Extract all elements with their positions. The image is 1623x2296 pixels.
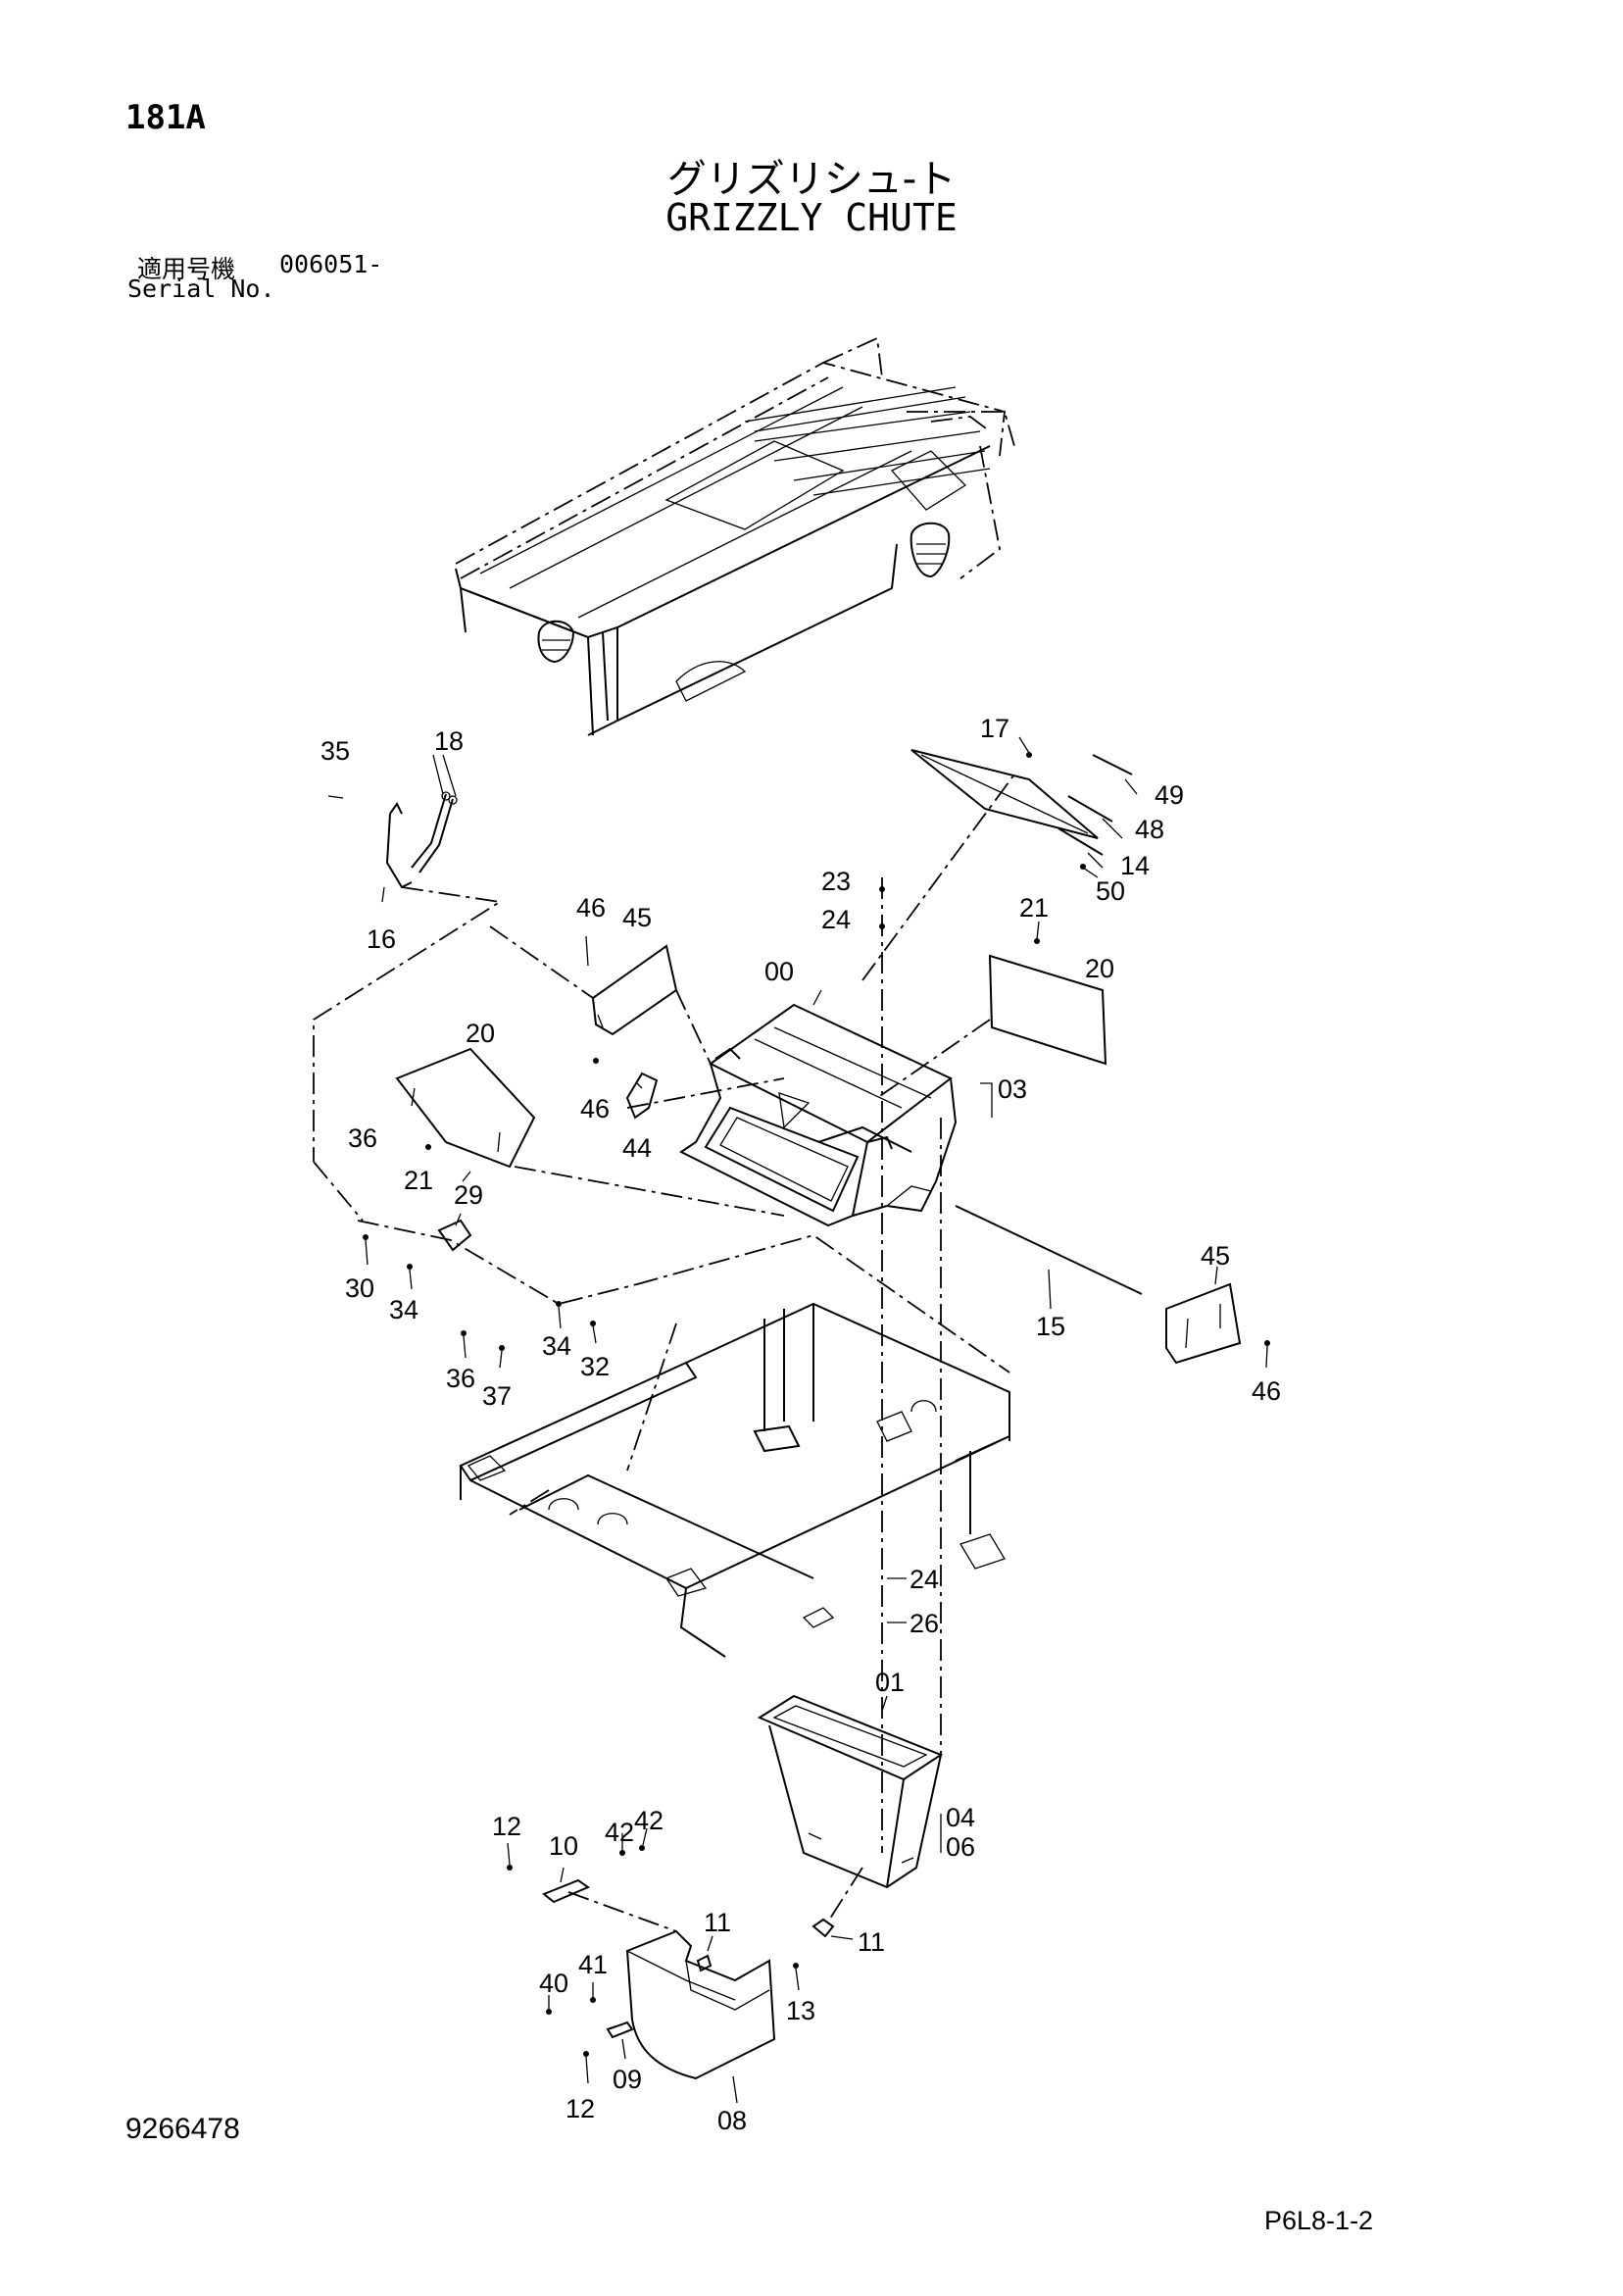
callout-24-bottom: 24 [910, 1565, 939, 1594]
callout-46-mid: 46 [580, 1094, 610, 1123]
callout-20-right: 20 [1085, 954, 1114, 983]
base-frame-part [459, 1234, 1010, 1658]
callout-14: 14 [1120, 851, 1150, 880]
callout-42-right: 42 [634, 1806, 664, 1835]
callout-12-upper: 12 [492, 1812, 521, 1841]
callout-17: 17 [980, 714, 1009, 743]
callout-48: 48 [1135, 815, 1164, 844]
callout-34-right: 34 [542, 1331, 571, 1361]
right-end-plate-part [955, 1205, 1270, 1365]
callout-32: 32 [580, 1352, 610, 1381]
side-plate-parts [591, 938, 1107, 1066]
page-code: P6L8-1-2 [1264, 2206, 1374, 2235]
callout-42-left: 42 [605, 1818, 634, 1847]
callout-16: 16 [367, 924, 396, 954]
grizzly-chute-body-part [679, 1003, 958, 1227]
page-number: 181A [125, 98, 206, 137]
document-number: 9266478 [125, 2113, 240, 2145]
serial-label-english: Serial No. [127, 275, 275, 303]
callout-23: 23 [821, 867, 851, 896]
callout-12-lower: 12 [566, 2094, 595, 2123]
callout-11-right: 11 [858, 1927, 885, 1957]
callout-21-upper: 21 [1019, 893, 1049, 923]
title-english: GRIZZLY CHUTE [665, 196, 958, 239]
callout-30: 30 [345, 1273, 374, 1303]
callout-35: 35 [320, 736, 350, 766]
callout-06: 06 [946, 1832, 975, 1862]
callout-20-left: 20 [466, 1019, 495, 1048]
callout-41: 41 [578, 1950, 608, 1979]
top-cover-plate-part [910, 749, 1133, 870]
callout-24-top: 24 [821, 905, 851, 934]
callout-36-upper: 36 [348, 1123, 377, 1153]
callout-26: 26 [910, 1609, 939, 1638]
callout-40: 40 [539, 1969, 568, 1998]
callout-21-lower: 21 [404, 1166, 433, 1195]
callout-03: 03 [998, 1074, 1027, 1104]
callout-00: 00 [764, 957, 794, 986]
callout-13: 13 [786, 1996, 815, 2025]
handle-bar-part [327, 791, 458, 889]
grizzly-feeder-assembly [455, 336, 1015, 736]
callout-10: 10 [549, 1831, 578, 1861]
callout-04: 04 [946, 1803, 975, 1832]
callout-46-upper: 46 [576, 893, 606, 923]
callout-50: 50 [1096, 876, 1125, 906]
callout-46-lower: 46 [1252, 1376, 1281, 1406]
small-hardware-parts [363, 886, 885, 1351]
serial-label-japanese: 適用号機 [137, 255, 236, 283]
discharge-chute-part [757, 1694, 944, 1889]
callout-37: 37 [482, 1381, 512, 1411]
bottom-cover-parts [507, 1845, 835, 2080]
callout-08: 08 [717, 2106, 747, 2135]
callout-18: 18 [434, 726, 464, 756]
callout-45-upper: 45 [622, 903, 652, 932]
leader-lines [365, 736, 1268, 2104]
callout-labels: 35 18 16 17 49 48 14 50 23 24 46 45 00 2… [320, 714, 1281, 2135]
serial-value: 006051- [279, 250, 383, 278]
title-japanese: グリズリシュ-ト [666, 157, 957, 202]
callout-34-left: 34 [389, 1295, 418, 1324]
callout-45-lower: 45 [1201, 1241, 1230, 1271]
left-side-parts [395, 1047, 659, 1169]
assembly-center-lines [313, 774, 1015, 1932]
callout-01: 01 [875, 1668, 905, 1697]
callout-29: 29 [454, 1180, 483, 1210]
callout-36-lower: 36 [446, 1364, 475, 1393]
callout-15: 15 [1036, 1312, 1065, 1341]
callout-11-left: 11 [704, 1908, 731, 1937]
callout-44: 44 [622, 1133, 652, 1163]
callout-09: 09 [613, 2065, 642, 2094]
callout-49: 49 [1155, 780, 1184, 810]
